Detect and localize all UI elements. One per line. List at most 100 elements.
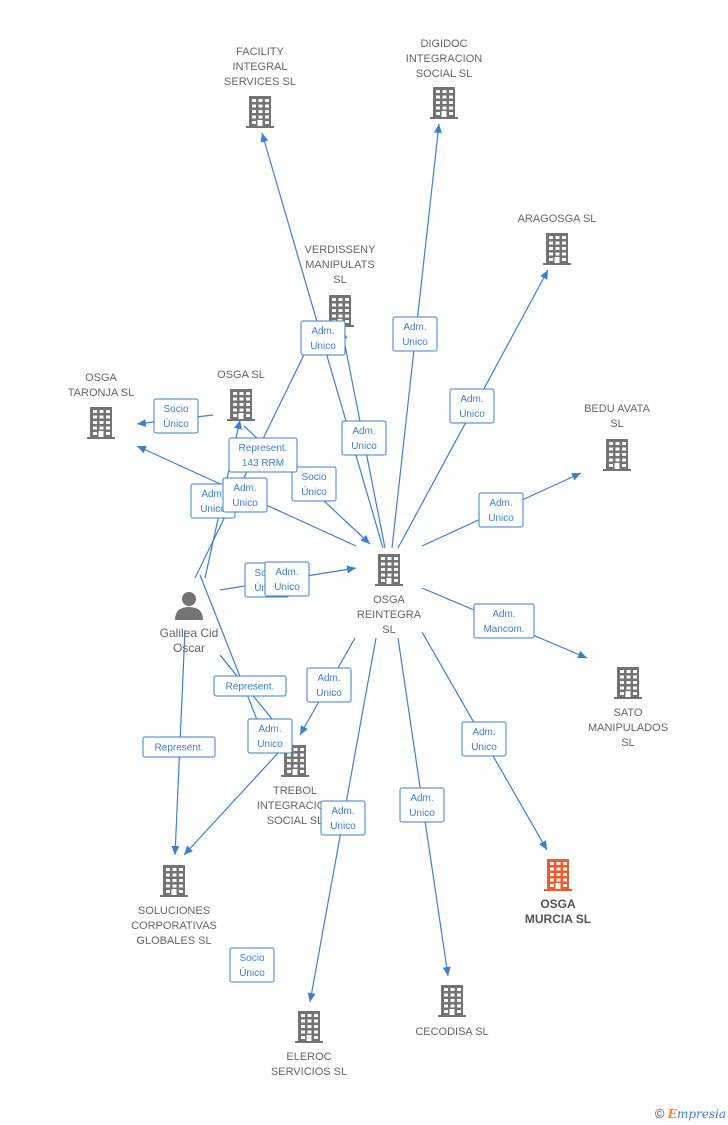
watermark-rest: mpresia: [676, 1107, 726, 1121]
edge-label-box: [247, 718, 293, 754]
edge-label[interactable]: Adm.Unico: [341, 420, 387, 456]
node-label-digidoc: DIGIDOC: [420, 38, 467, 50]
node-label-taronja: TARONJA SL: [68, 387, 134, 399]
building-icon: [160, 865, 188, 897]
edge-label-box: [449, 388, 495, 424]
edge-label-box: [461, 721, 507, 757]
edge-label-text: Adm.: [201, 489, 224, 500]
node-label-facility: INTEGRAL: [232, 61, 287, 73]
node-label-bedu: SL: [610, 418, 623, 430]
edge-label[interactable]: Represent.143 RRM: [228, 437, 298, 473]
building-icon: [87, 407, 115, 439]
edge-label-text: Represent.: [155, 743, 204, 754]
edge-label-text: Unico: [459, 409, 485, 420]
edge-label[interactable]: Adm.Unico: [399, 787, 445, 823]
edge-label-text: Socio: [163, 404, 188, 415]
edge-label-box: [392, 316, 438, 352]
edge-label-text: Adm.: [492, 609, 515, 620]
building-icon: [246, 96, 274, 128]
edge-label-text: Adm.: [410, 793, 433, 804]
node-label-sato: MANIPULADOS: [588, 722, 668, 734]
edge-label[interactable]: Adm. Unico: [449, 388, 495, 424]
node-aragosga[interactable]: ARAGOSGA SL: [518, 213, 597, 265]
node-label-digidoc: INTEGRACION: [406, 53, 482, 65]
edge-label-text: Unico: [351, 441, 377, 452]
edge-label-text: Unico: [471, 742, 497, 753]
node-label-galilea: Oscar: [173, 641, 205, 655]
copyright-symbol: ©: [654, 1106, 665, 1121]
edge-label-text: Unico: [310, 341, 336, 352]
edge-label-text: Adm.: [331, 806, 354, 817]
node-osgasl[interactable]: OSGA SL: [217, 369, 265, 421]
node-label-soluciones: GLOBALES SL: [136, 935, 211, 947]
node-digidoc[interactable]: DIGIDOC INTEGRACION SOCIAL SL: [406, 38, 482, 119]
building-icon: [544, 859, 572, 891]
edge-label[interactable]: Adm.Unico: [300, 320, 346, 356]
edge-label-text: Unico: [330, 821, 356, 832]
edge-label[interactable]: Adm. Unico: [320, 800, 366, 836]
edge-label-box: [142, 736, 216, 758]
node-label-sato: SL: [621, 737, 634, 749]
edge-label-box: [153, 398, 199, 434]
edge-eleroc-to-soluciones: [183, 739, 291, 856]
edge-label-text: 143 RRM: [242, 458, 284, 469]
building-icon: [614, 667, 642, 699]
node-label-reintegra: REINTEGRA: [357, 609, 422, 621]
node-label-soluciones: SOLUCIONES: [138, 905, 210, 917]
node-label-digidoc: SOCIAL SL: [416, 68, 472, 80]
node-label-sato: SATO: [614, 707, 643, 719]
edge-label-text: Único: [163, 417, 189, 430]
edge-label-text: Represent.: [226, 682, 275, 693]
edge-label-text: Adm.: [275, 567, 298, 578]
edge-label[interactable]: Adm.Unico: [222, 477, 268, 513]
node-label-trebol: TREBOL: [273, 785, 317, 797]
edge-label[interactable]: Adm.Unico: [247, 718, 293, 754]
node-label-taronja: OSGA: [85, 372, 117, 384]
edge-label[interactable]: Adm.Unico: [392, 316, 438, 352]
edge-label-text: Adm.: [460, 394, 483, 405]
node-label-eleroc: ELEROC: [286, 1051, 331, 1063]
edge-label-text: Mancom.: [483, 624, 524, 635]
building-icon: [227, 389, 255, 421]
edge-label[interactable]: Represent.: [213, 675, 287, 697]
edge-label[interactable]: Adm. Unico: [461, 721, 507, 757]
node-sato[interactable]: SATO MANIPULADOS SL: [588, 667, 668, 749]
edge-label-box: [228, 437, 298, 473]
node-cecodisa[interactable]: CECODISA SL: [415, 985, 489, 1038]
empresia-watermark: © Empresia: [655, 1106, 726, 1121]
edge-label-box: [229, 947, 275, 983]
edge-label-text: Único: [301, 485, 327, 498]
building-icon: [430, 87, 458, 119]
edge-label-text: Unico: [200, 504, 226, 515]
edge-label[interactable]: Represent.: [142, 736, 216, 758]
edge-label[interactable]: Adm.Unico: [478, 492, 524, 528]
edge-label[interactable]: Adm. Unico: [264, 561, 310, 597]
edge-labels-layer: Adm.UnicoAdm.UnicoAdm.UnicoAdm.UnicoAdm.…: [142, 316, 535, 983]
edge-label-text: Unico: [274, 582, 300, 593]
edge-label-text: Adm.: [472, 727, 495, 738]
node-label-verdisseny: MANIPULATS: [305, 259, 374, 271]
node-label-facility: SERVICES SL: [224, 76, 296, 88]
person-icon: [175, 592, 203, 620]
edge-label[interactable]: Adm. Mancom.: [473, 603, 535, 639]
building-icon: [543, 233, 571, 265]
edge-label-text: Adm.: [317, 673, 340, 684]
node-facility[interactable]: FACILITY INTEGRAL SERVICES SL: [224, 46, 296, 128]
building-icon: [603, 439, 631, 471]
node-taronja[interactable]: OSGA TARONJA SL: [68, 372, 134, 439]
edge-trebol-to-soluciones: [199, 574, 266, 741]
edge-label[interactable]: Adm.Unico: [306, 667, 352, 703]
edge-label-box: [306, 667, 352, 703]
node-label-facility: FACILITY: [236, 46, 284, 58]
